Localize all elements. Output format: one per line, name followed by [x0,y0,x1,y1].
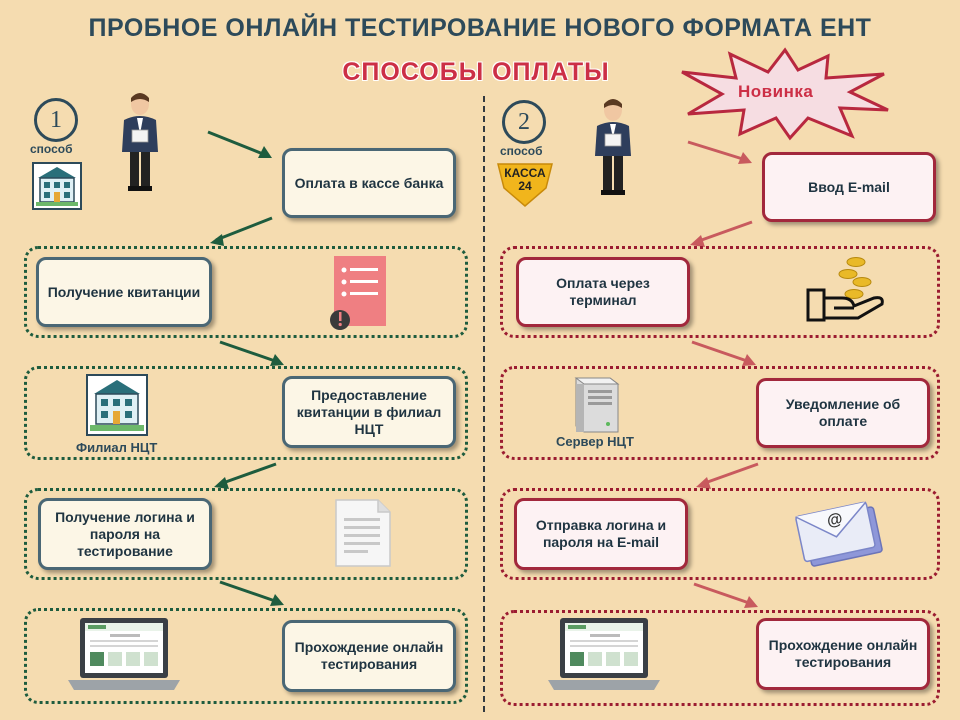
method-number-1: 1 [34,98,78,142]
arrow-right-1 [687,140,752,164]
arrow-left-5 [219,580,284,606]
starburst-icon [681,47,889,141]
method-label-2: способ [500,144,543,158]
receipt-icon [328,254,390,337]
new-badge-label: Новинка [738,82,814,101]
step-online-test-right: Прохождение онлайн тестирования [756,618,930,690]
step-online-test-left: Прохождение онлайн тестирования [282,620,456,692]
group-online-test [24,608,468,704]
arrow-left-3 [219,340,284,366]
page-title: ПРОБНОЕ ОНЛАЙН ТЕСТИРОВАНИЕ НОВОГО ФОРМА… [88,14,872,42]
branch-building-icon [86,374,148,441]
step-enter-email: Ввод E-mail [762,152,936,222]
group-online-test-right [500,610,940,706]
arrow-right-5 [693,582,758,608]
step-bank-payment: Оплата в кассе банка [282,148,456,218]
email-envelope-icon: @ [792,494,888,579]
page-subtitle: СПОСОБЫ ОПЛАТЫ [342,58,610,86]
group-branch [24,366,468,460]
method-number-2: 2 [502,100,546,144]
new-badge: Новинка [680,47,890,141]
arrow-right-4 [696,462,759,489]
arrow-left-4 [214,462,277,489]
arrow-right-3 [691,340,756,366]
step-get-credentials: Получение логина и пароля на тестировани… [38,498,212,570]
method-label-1: способ [30,142,73,156]
group-receipt [24,246,468,338]
step-terminal-payment: Оплата через терминал [516,257,690,327]
kassa24-logo: КАССА 24 [494,162,556,208]
coins-hand-icon [804,254,888,331]
kassa24-text: КАССА 24 [504,166,546,193]
laptop-icon [548,616,660,699]
center-divider [483,96,485,712]
step-receive-receipt: Получение квитанции [36,257,212,327]
bank-building-icon [32,162,82,215]
group-credentials [24,488,468,580]
branch-caption: Филиал НЦТ [76,440,158,455]
step-payment-notification: Уведомление об оплате [756,378,930,448]
step-submit-receipt: Предоставление квитанции в филиал НЦТ [282,376,456,448]
arrow-left-1 [207,130,272,158]
svg-text:@: @ [825,510,844,530]
arrow-left-2 [210,216,273,246]
group-terminal [500,246,940,338]
person-icon [592,96,634,201]
server-caption: Сервер НЦТ [556,434,634,449]
step-send-credentials: Отправка логина и пароля на E-mail [514,498,688,570]
laptop-icon [68,616,180,699]
arrow-right-2 [690,220,753,247]
person-icon [118,90,162,197]
group-notification [500,366,940,460]
document-icon [330,498,396,573]
server-icon [570,372,622,439]
group-send-credentials [500,488,940,580]
